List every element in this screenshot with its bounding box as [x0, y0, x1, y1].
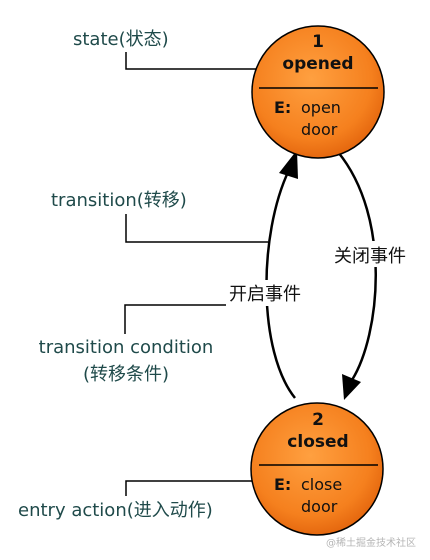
state-opened-entry-prefix: E:	[274, 98, 291, 117]
open-transition-arrowhead	[279, 150, 298, 179]
entry-action-leader-line	[125, 480, 258, 496]
state-opened-entry-action-line2: door	[301, 120, 338, 139]
condition-annotation-line2: (转移条件)	[83, 364, 169, 385]
close-event-label: 关闭事件	[334, 246, 406, 267]
condition-leader-line	[124, 304, 226, 334]
state-opened: 1 opened E: open door	[251, 25, 385, 159]
state-opened-entry-action-line1: open	[301, 98, 341, 117]
transition-annotation: transition(转移)	[51, 190, 187, 211]
open-event-label: 开启事件	[229, 284, 301, 305]
state-leader-line	[125, 52, 258, 70]
state-closed-entry-action-line1: close	[301, 475, 342, 494]
close-transition-arrowhead	[342, 374, 361, 400]
state-closed-entry-action-line2: door	[301, 497, 338, 516]
state-closed: 2 closed E: close door	[250, 402, 384, 536]
watermark: @稀土掘金技术社区	[326, 536, 416, 549]
open-event-label-bg	[226, 280, 310, 306]
state-annotation: state(状态)	[73, 29, 169, 50]
entry-action-annotation: entry action(进入动作)	[18, 500, 213, 521]
state-closed-circle	[250, 402, 384, 536]
close-transition-edge	[337, 151, 377, 381]
state-closed-name: closed	[287, 432, 348, 452]
condition-annotation-line1: transition condition	[39, 337, 214, 358]
state-opened-circle	[251, 25, 385, 159]
transition-leader-line	[125, 214, 268, 243]
state-opened-name: opened	[282, 54, 353, 74]
close-event-label-bg	[331, 241, 415, 267]
state-closed-number: 2	[312, 410, 324, 430]
state-opened-number: 1	[312, 32, 324, 52]
state-closed-entry-prefix: E:	[274, 475, 291, 494]
